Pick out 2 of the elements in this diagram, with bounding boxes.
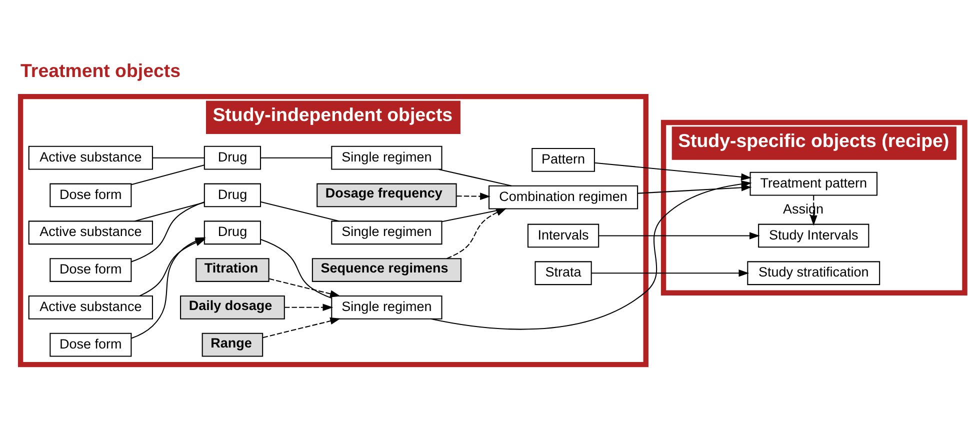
diagram-title: Treatment objects bbox=[20, 60, 180, 81]
edge-label: Assign bbox=[782, 200, 824, 216]
